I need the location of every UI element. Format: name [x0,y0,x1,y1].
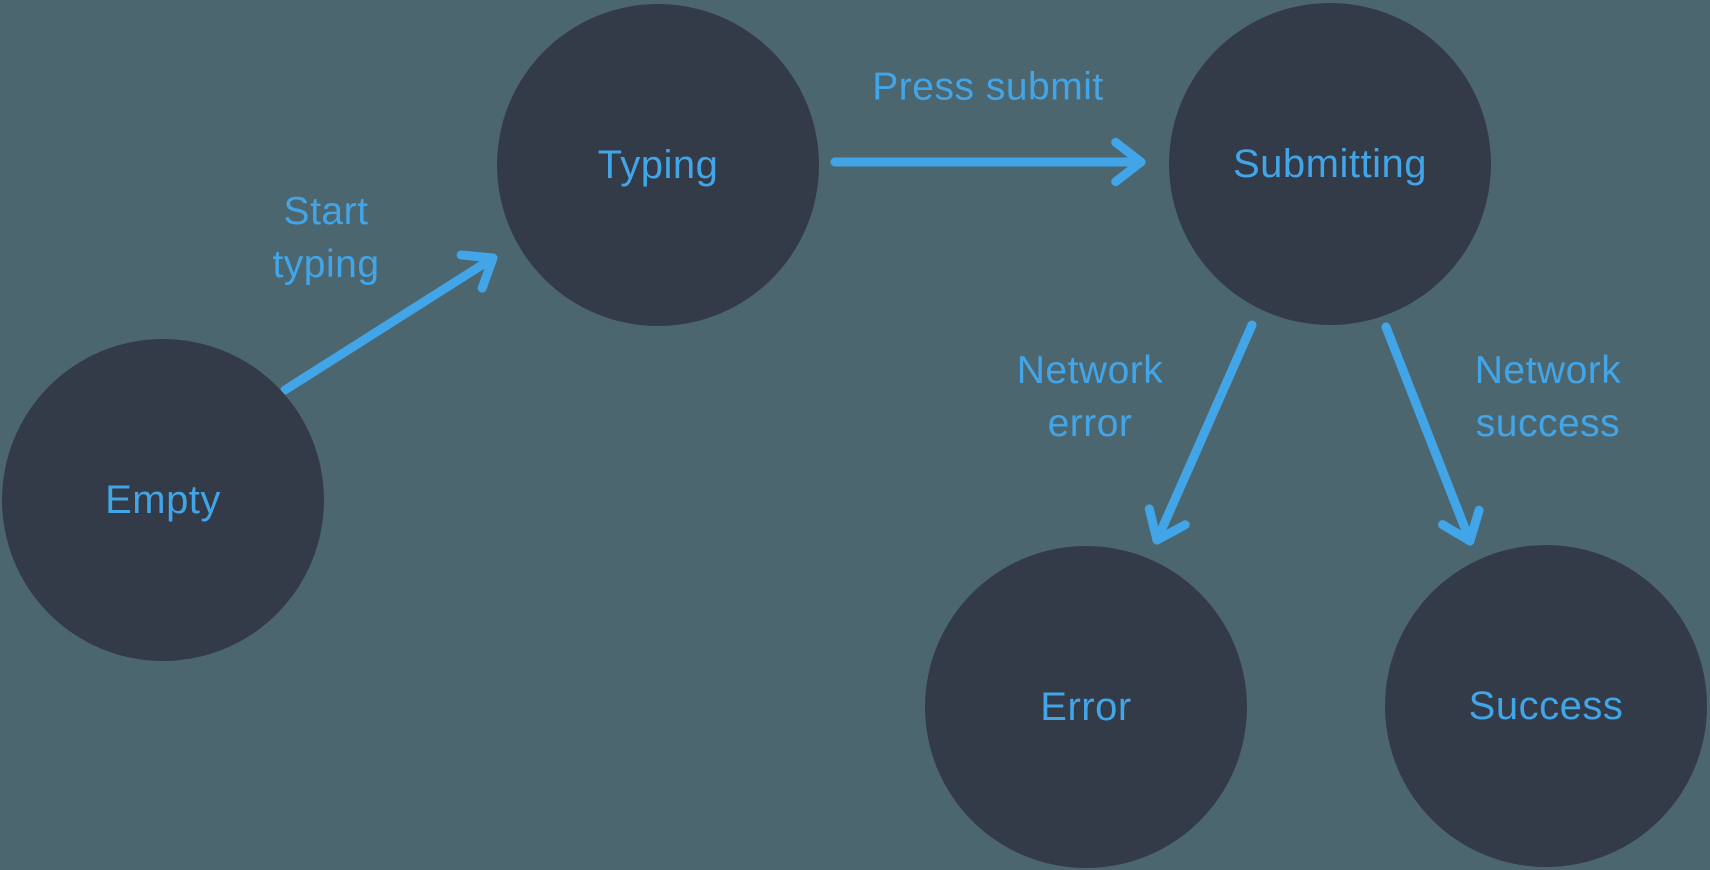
transition-label-submitting-to-success: Network success [1474,349,1622,445]
transition-arrow-submitting-to-success [1381,322,1484,546]
state-node-success: Success [1385,545,1707,867]
state-label-error: Error [1040,684,1132,729]
transition-label-submitting-to-error: Network error [1016,349,1164,445]
state-node-empty: Empty [2,339,324,661]
state-label-empty: Empty [105,477,221,522]
state-label-typing: Typing [597,142,719,187]
transition-label-typing-to-submitting: Press submit [872,65,1104,109]
state-node-submitting: Submitting [1169,3,1491,325]
state-label-submitting: Submitting [1233,141,1427,186]
transition-arrow-typing-to-submitting [830,137,1146,187]
transition-arrow-submitting-to-error [1144,320,1257,545]
state-label-success: Success [1468,683,1624,728]
arrowhead-icon [456,250,498,293]
arrowhead-icon [1438,505,1484,546]
arrowhead-icon [1144,504,1190,545]
arrowhead-icon [1111,137,1146,187]
state-node-typing: Typing [497,4,819,326]
state-node-error: Error [925,546,1247,868]
transition-label-empty-to-typing: Start typing [272,190,380,286]
